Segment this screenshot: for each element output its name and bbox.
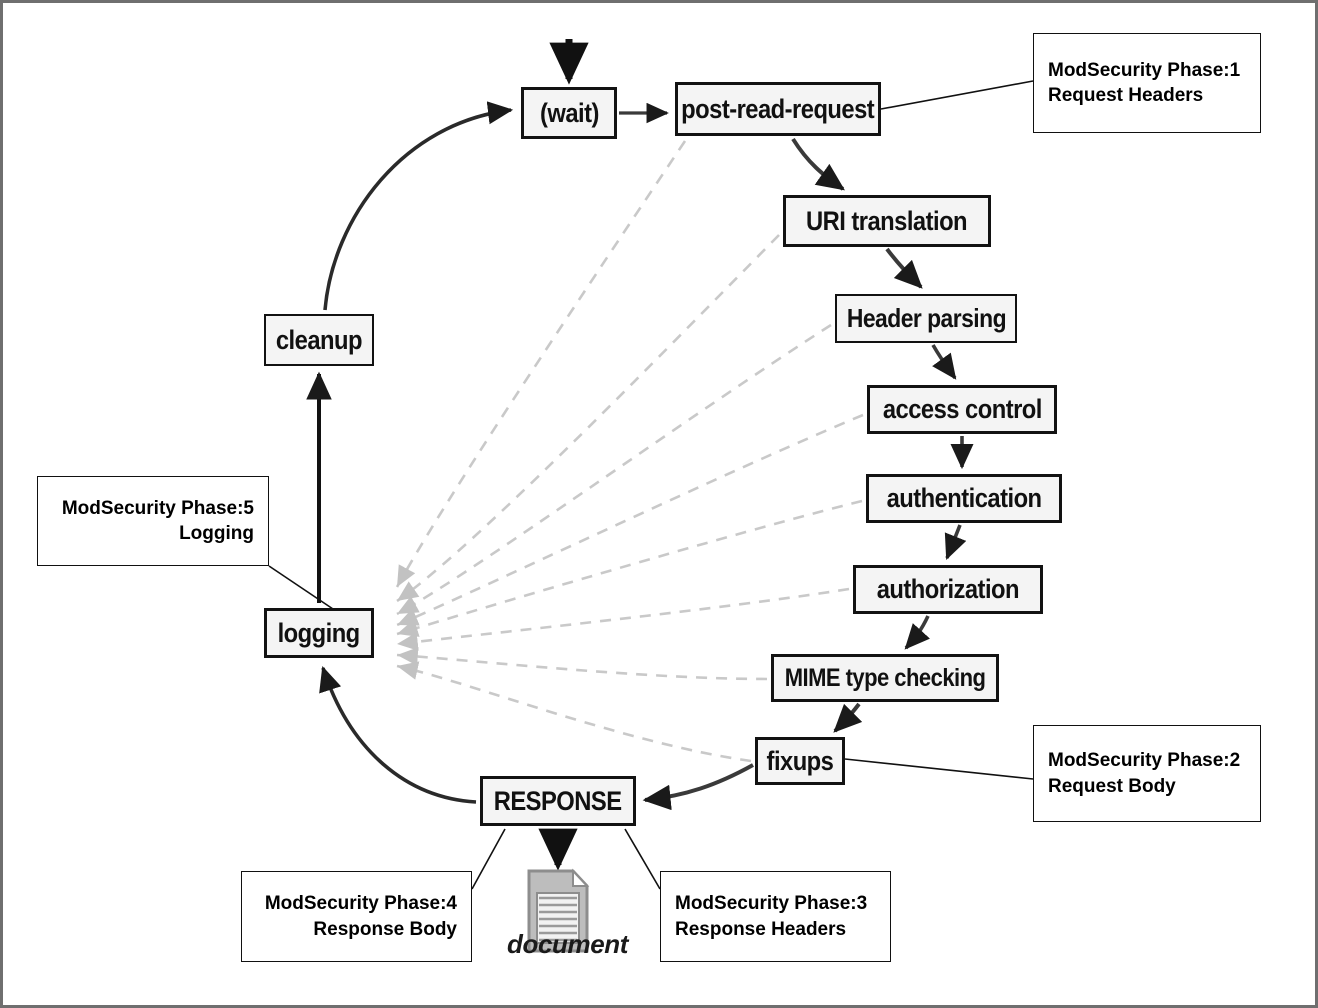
callout-phase-5-line-2: Logging <box>179 523 254 544</box>
callout-phase-1-line-1: ModSecurity Phase:1 <box>1048 59 1241 81</box>
callout-phase-4-line-2: Response Body <box>313 918 457 940</box>
node-post-read-request[interactable]: post-read-request <box>675 82 881 136</box>
leader-phase1 <box>880 80 1034 110</box>
dashed-fixups-to-logging <box>396 661 752 763</box>
node-wait[interactable]: (wait) <box>521 87 617 139</box>
edge-header-to-access <box>931 344 957 380</box>
node-authorization[interactable]: authorization <box>853 565 1043 614</box>
node-logging[interactable]: logging <box>264 608 374 658</box>
edge-uri-to-header <box>885 247 923 289</box>
callout-modsecurity-phase-4: ModSecurity Phase:4 Response Body <box>241 871 472 962</box>
leader-phase2 <box>844 758 1034 780</box>
node-response-label: RESPONSE <box>494 785 622 816</box>
node-fixups[interactable]: fixups <box>755 737 845 785</box>
dashed-uri-to-logging <box>396 234 780 603</box>
dashed-mime-to-logging <box>396 647 768 681</box>
dashed-header-to-logging <box>396 323 832 616</box>
node-cleanup[interactable]: cleanup <box>264 314 374 366</box>
callout-phase-3-line-1: ModSecurity Phase:3 <box>675 893 868 915</box>
node-uri-translation-label: URI translation <box>806 205 968 236</box>
document-label: document <box>507 929 629 959</box>
callout-modsecurity-phase-1: ModSecurity Phase:1 Request Headers <box>1033 33 1261 133</box>
callout-phase-2-line-1: ModSecurity Phase:2 <box>1048 750 1241 772</box>
edge-postread-to-uri <box>791 137 845 191</box>
node-mime-type-checking-label: MIME type checking <box>784 663 986 692</box>
node-header-parsing[interactable]: Header parsing <box>835 294 1017 343</box>
node-mime-type-checking[interactable]: MIME type checking <box>771 654 999 702</box>
edge-mime-to-fixups <box>833 702 863 733</box>
dashed-postread-to-logging <box>395 140 687 588</box>
dashed-access-to-logging <box>396 413 864 627</box>
edge-response-to-logging <box>319 665 477 804</box>
node-fixups-label: fixups <box>766 745 834 776</box>
node-access-control-label: access control <box>882 394 1042 424</box>
node-logging-label: logging <box>277 617 361 648</box>
node-response[interactable]: RESPONSE <box>480 776 636 826</box>
callout-phase-2-line-2: Request Body <box>1048 775 1176 797</box>
callout-modsecurity-phase-3: ModSecurity Phase:3 Response Headers <box>660 871 891 962</box>
node-uri-translation[interactable]: URI translation <box>783 195 991 247</box>
leader-phase4 <box>471 828 506 890</box>
callout-modsecurity-phase-2: ModSecurity Phase:2 Request Body <box>1033 725 1261 822</box>
document-icon <box>527 868 590 953</box>
node-cleanup-label: cleanup <box>275 324 363 355</box>
node-authentication[interactable]: authentication <box>866 474 1062 523</box>
leader-phase3 <box>624 828 661 890</box>
callout-modsecurity-phase-5: ModSecurity Phase:5 Logging <box>37 476 269 566</box>
dashed-auth-to-logging <box>396 499 863 637</box>
node-access-control[interactable]: access control <box>867 385 1057 434</box>
edge-authz-to-mime <box>904 615 930 650</box>
node-authorization-label: authorization <box>876 574 1020 604</box>
edge-auth-to-authz <box>944 524 967 561</box>
node-post-read-request-label: post-read-request <box>681 93 875 124</box>
edge-cleanup-to-wait <box>323 101 514 311</box>
node-header-parsing-label: Header parsing <box>846 303 1006 333</box>
node-authentication-label: authentication <box>886 483 1043 513</box>
callout-phase-1-line-2: Request Headers <box>1048 85 1204 106</box>
callout-phase-3-line-2: Response Headers <box>675 918 847 940</box>
edge-fixups-to-response <box>642 763 754 811</box>
callout-phase-5-line-1: ModSecurity Phase:5 <box>61 497 254 519</box>
callout-phase-4-line-1: ModSecurity Phase:4 <box>264 893 457 915</box>
dashed-authz-to-logging <box>396 587 850 651</box>
node-wait-label: (wait) <box>539 97 599 128</box>
leader-phase5 <box>268 565 334 610</box>
